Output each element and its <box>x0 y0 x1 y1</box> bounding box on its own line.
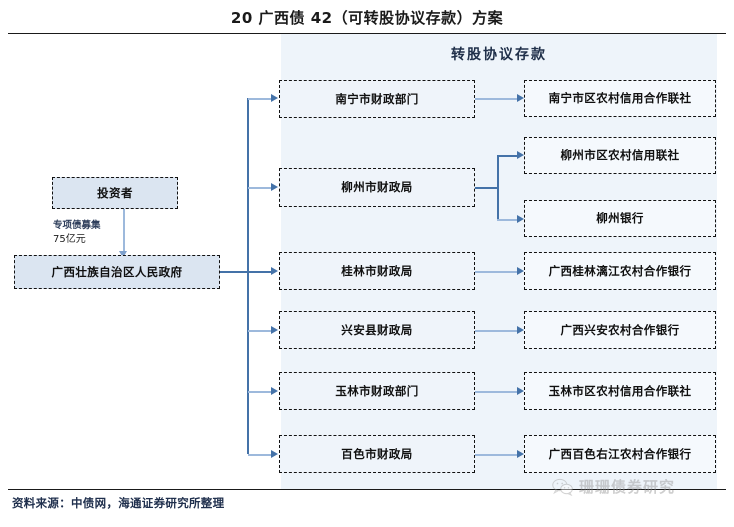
node-bank-xingan[interactable]: 广西兴安农村合作银行 <box>524 311 716 349</box>
arrowhead-liuzhou-to-rcu <box>517 151 524 159</box>
arrowhead-branch-4 <box>271 326 278 334</box>
bond-flow-label-line2: 75亿元 <box>53 233 86 245</box>
arrowhead-baise-to-bank <box>517 450 524 458</box>
bond-flow-label: 专项债募集 75亿元 <box>53 220 149 246</box>
node-investor-label: 投资者 <box>97 185 133 200</box>
node-finance-baise[interactable]: 百色市财政局 <box>279 435 475 473</box>
node-bank-guilin-lijiang[interactable]: 广西桂林漓江农村合作银行 <box>524 252 716 290</box>
title-divider-top <box>8 33 726 34</box>
node-bank-xingan-label: 广西兴安农村合作银行 <box>560 322 680 337</box>
connector-branch-1 <box>248 98 273 100</box>
connector-yulin-to-rcu <box>475 391 520 393</box>
node-finance-nanning[interactable]: 南宁市财政部门 <box>279 80 475 118</box>
connector-liuzhou-split-vertical <box>497 155 499 220</box>
node-finance-yulin-label: 玉林市财政部门 <box>335 383 419 398</box>
connector-liuzhou-to-rcu <box>497 155 520 157</box>
arrowhead-branch-5 <box>271 387 278 395</box>
node-finance-liuzhou-label: 柳州市财政局 <box>341 180 413 195</box>
connector-baise-to-bank <box>475 454 520 456</box>
node-bank-nanning-rcu[interactable]: 南宁市区农村信用合作联社 <box>524 80 716 117</box>
node-bank-liuzhou-bank-label: 柳州银行 <box>596 211 644 226</box>
node-finance-guilin[interactable]: 桂林市财政局 <box>279 252 475 290</box>
node-bank-guilin-lijiang-label: 广西桂林漓江农村合作银行 <box>548 263 692 278</box>
arrowhead-branch-1 <box>271 94 278 102</box>
node-finance-guilin-label: 桂林市财政局 <box>341 263 413 278</box>
connector-gov-trunk-stub <box>220 271 248 273</box>
arrowhead-yulin-to-rcu <box>517 387 524 395</box>
node-bank-liuzhou-rcu-label: 柳州市区农村信用联社 <box>560 148 680 163</box>
node-finance-nanning-label: 南宁市财政部门 <box>335 91 419 106</box>
node-bank-yulin-rcu[interactable]: 玉林市区农村信用合作联社 <box>524 372 716 410</box>
node-guangxi-government-label: 广西壮族自治区人民政府 <box>51 264 183 279</box>
arrowhead-branch-2 <box>271 183 278 191</box>
panel-header-label: 转股协议存款 <box>451 47 547 63</box>
node-finance-baise-label: 百色市财政局 <box>341 446 413 461</box>
node-finance-liuzhou[interactable]: 柳州市财政局 <box>279 168 475 207</box>
node-finance-xingan-label: 兴安县财政局 <box>341 322 413 337</box>
node-investor[interactable]: 投资者 <box>52 177 178 209</box>
arrowhead-nanning-to-bank <box>517 94 524 102</box>
connector-liuzhou-stub <box>475 187 498 189</box>
connector-liuzhou-to-bank <box>497 219 520 221</box>
arrowhead-investor-gov <box>119 251 127 258</box>
connector-branch-4 <box>248 330 273 332</box>
connector-branch-5 <box>248 391 273 393</box>
page-title: 20 广西债 42（可转股协议存款）方案 <box>230 8 504 27</box>
connector-gov-trunk-vertical <box>247 98 249 454</box>
connector-branch-2 <box>248 187 273 189</box>
footer-divider <box>8 489 726 490</box>
arrowhead-guilin-to-bank <box>517 267 524 275</box>
arrowhead-branch-6 <box>271 450 278 458</box>
node-bank-baise-youjiang[interactable]: 广西百色右江农村合作银行 <box>524 435 716 473</box>
connector-xingan-to-bank <box>475 330 520 332</box>
connector-guilin-to-bank <box>475 271 520 273</box>
node-bank-nanning-rcu-label: 南宁市区农村信用合作联社 <box>548 91 692 106</box>
node-guangxi-government[interactable]: 广西壮族自治区人民政府 <box>14 255 220 289</box>
arrowhead-xingan-to-bank <box>517 326 524 334</box>
node-finance-xingan[interactable]: 兴安县财政局 <box>279 311 475 349</box>
connector-branch-6 <box>248 454 273 456</box>
node-finance-yulin[interactable]: 玉林市财政部门 <box>279 372 475 410</box>
node-bank-yulin-rcu-label: 玉林市区农村信用合作联社 <box>548 383 692 398</box>
node-bank-liuzhou-rcu[interactable]: 柳州市区农村信用联社 <box>524 137 716 174</box>
wechat-icon <box>552 478 573 496</box>
arrowhead-branch-3 <box>271 267 278 275</box>
connector-investor-gov <box>123 209 125 253</box>
source-note: 资料来源：中债网，海通证券研究所整理 <box>12 496 225 510</box>
node-bank-baise-youjiang-label: 广西百色右江农村合作银行 <box>548 446 692 461</box>
arrowhead-liuzhou-to-bank <box>517 215 524 223</box>
watermark-text: 珊珊债券研究 <box>579 478 676 496</box>
chart-title-bar: 20 广西债 42（可转股协议存款）方案 <box>0 0 734 34</box>
watermark: 珊珊债券研究 <box>552 476 675 497</box>
connector-branch-3 <box>248 271 273 273</box>
connector-nanning-to-bank <box>475 98 520 100</box>
bond-flow-label-line1: 专项债募集 <box>53 220 101 231</box>
node-bank-liuzhou-bank[interactable]: 柳州银行 <box>524 200 716 237</box>
